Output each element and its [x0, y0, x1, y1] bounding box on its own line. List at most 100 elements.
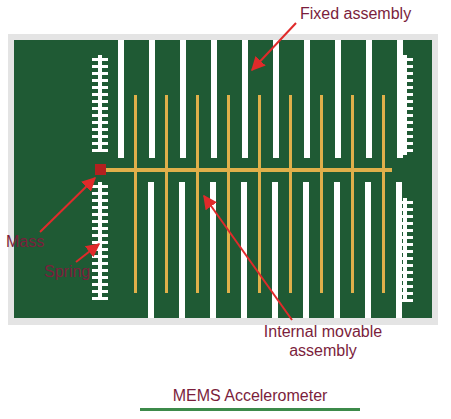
- spring-tick: [92, 262, 108, 265]
- spring-tick: [92, 149, 108, 152]
- spring-tick: [397, 135, 413, 138]
- spring-tick: [397, 215, 413, 218]
- leader-line: [76, 244, 99, 262]
- spring-tick: [397, 114, 413, 117]
- movable-bar: [100, 168, 392, 172]
- slot: [365, 182, 371, 318]
- spring-tick: [397, 271, 413, 274]
- spring-tick: [92, 269, 108, 272]
- spring-tick: [92, 72, 108, 75]
- slot: [334, 182, 340, 318]
- mass: [95, 164, 106, 175]
- spring-tick: [92, 241, 108, 244]
- slot: [303, 182, 309, 318]
- spring-tick: [92, 93, 108, 96]
- spring-tick: [92, 199, 108, 202]
- spring-tick: [92, 283, 108, 286]
- spring-tick: [397, 229, 413, 232]
- fixed-assembly: [14, 40, 432, 318]
- spring-tick: [397, 236, 413, 239]
- spring-tick: [397, 299, 413, 302]
- spring-tick: [397, 58, 413, 61]
- finger: [165, 95, 168, 293]
- spring-tick: [397, 128, 413, 131]
- spring-tick: [397, 292, 413, 295]
- part-label: Spring: [44, 262, 90, 281]
- spring-tick: [92, 192, 108, 195]
- spring-tick: [397, 208, 413, 211]
- spring-tick: [397, 264, 413, 267]
- spring-tick: [92, 86, 108, 89]
- spring-tick: [92, 79, 108, 82]
- spring-tick: [397, 149, 413, 152]
- finger: [196, 95, 199, 293]
- slot: [397, 40, 403, 158]
- spring-tick: [397, 278, 413, 281]
- frame: [8, 34, 438, 325]
- spring-tick: [92, 65, 108, 68]
- spring-tick: [92, 255, 108, 258]
- slot: [118, 40, 124, 158]
- slot: [242, 40, 248, 158]
- leader-line: [204, 196, 292, 320]
- slot: [273, 40, 279, 158]
- spring-tick: [92, 297, 108, 300]
- finger: [227, 95, 230, 293]
- spring-tick: [92, 290, 108, 293]
- spring-tick: [92, 100, 108, 103]
- spring-tick: [92, 185, 108, 188]
- spring-tick: [397, 142, 413, 145]
- movable-fingers: [134, 95, 385, 293]
- spring: [403, 198, 407, 300]
- slot: [179, 182, 185, 318]
- spring-tick: [397, 93, 413, 96]
- spring-tick: [92, 114, 108, 117]
- spring-tick: [397, 285, 413, 288]
- finger: [134, 95, 137, 293]
- slot: [211, 40, 217, 158]
- caption-underline: [140, 408, 360, 411]
- finger: [382, 95, 385, 293]
- slot: [210, 182, 216, 318]
- spring-tick: [92, 107, 108, 110]
- spring-tick: [92, 220, 108, 223]
- leader-lines: [40, 23, 296, 320]
- spring-tick: [397, 72, 413, 75]
- comb-slots: [100, 40, 403, 318]
- spring-tick: [92, 234, 108, 237]
- spring-tick: [397, 86, 413, 89]
- slot: [149, 40, 155, 158]
- spring-tick: [92, 58, 108, 61]
- part-label: Fixed assembly: [300, 4, 411, 23]
- spring-tick: [92, 128, 108, 131]
- spring-tick: [92, 213, 108, 216]
- spring-tick: [92, 227, 108, 230]
- spring-tick: [397, 100, 413, 103]
- gap-fill: [100, 158, 392, 182]
- part-label: Mass: [6, 232, 44, 251]
- spring-tick: [397, 243, 413, 246]
- spring-tick: [397, 107, 413, 110]
- spring-tick: [397, 222, 413, 225]
- spring-tick: [397, 250, 413, 253]
- slot: [148, 182, 154, 318]
- spring-tick: [92, 276, 108, 279]
- spring-tick: [397, 257, 413, 260]
- slot: [180, 40, 186, 158]
- spring-tick: [92, 142, 108, 145]
- finger: [289, 95, 292, 293]
- spring-tick: [397, 65, 413, 68]
- caption: MEMS Accelerometer: [130, 386, 370, 405]
- slot: [335, 40, 341, 158]
- spring-tick: [92, 121, 108, 124]
- finger: [320, 95, 323, 293]
- spring: [403, 55, 407, 155]
- finger: [258, 95, 261, 293]
- spring-tick: [397, 201, 413, 204]
- spring-tick: [92, 135, 108, 138]
- leader-line: [40, 178, 95, 232]
- slot: [304, 40, 310, 158]
- spring-tick: [92, 206, 108, 209]
